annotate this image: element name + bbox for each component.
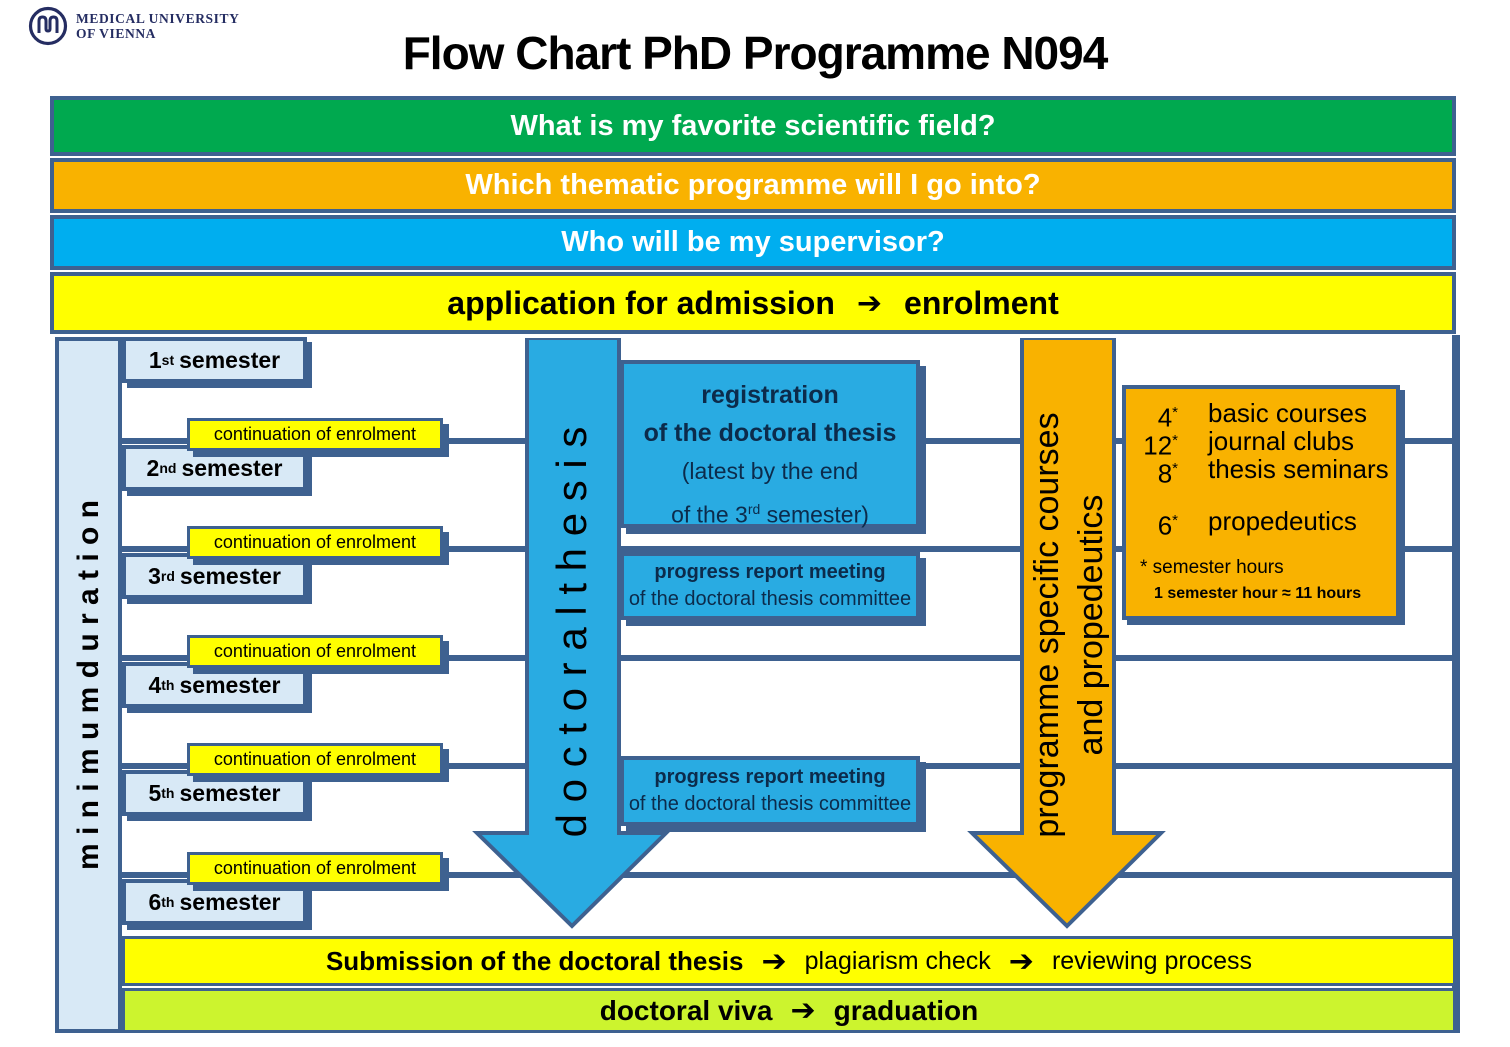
- semester-5-number: 5: [148, 779, 162, 806]
- registration-line1: registration: [701, 381, 839, 409]
- logo-text-line2: OF VIENNA: [76, 26, 157, 41]
- continuation-box-1: continuation of enrolment: [187, 418, 443, 451]
- progress-report-1-subtitle: of the doctoral thesis committee: [628, 588, 912, 610]
- progress-report-box-2: progress report meeting of the doctoral …: [620, 756, 920, 826]
- submission-banner: Submission of the doctoral thesis ➔ plag…: [122, 936, 1456, 986]
- banner-scientific-field: What is my favorite scientific field?: [50, 96, 1456, 156]
- semester-6-number: 6: [148, 888, 162, 915]
- semester-6-ordinal: th: [161, 894, 175, 910]
- continuation-box-4: continuation of enrolment: [187, 743, 443, 776]
- right-arrow-icon: ➔: [761, 944, 787, 978]
- programme-courses-arrow-label: programme specific courses and propedeut…: [1025, 330, 1113, 920]
- row-line-2: [120, 546, 1460, 552]
- viva-banner: doctoral viva ➔ graduation: [122, 988, 1456, 1033]
- semester-4-label: semester: [179, 671, 281, 698]
- semester-4-number: 4: [148, 671, 162, 698]
- progress-report-box-1: progress report meeting of the doctoral …: [620, 552, 920, 620]
- banner-admission-enrolment: application for admission ➔ enrolment: [50, 272, 1456, 334]
- minimum-duration-rail: m i n i m u m d u r a t i o n: [55, 337, 122, 1033]
- right-arrow-icon: ➔: [1008, 944, 1034, 978]
- reviewing-process-label: reviewing process: [1051, 946, 1253, 975]
- semester-2-label: semester: [181, 454, 283, 481]
- continuation-box-3: continuation of enrolment: [187, 635, 443, 668]
- right-frame-line: [1452, 335, 1460, 1033]
- semester-2-ordinal: nd: [159, 460, 177, 476]
- continuation-box-5: continuation of enrolment: [187, 852, 443, 885]
- semester-2-number: 2: [146, 454, 160, 481]
- graduation-label: graduation: [833, 994, 979, 1026]
- semester-hour-equivalence: 1 semester hour ≈ 11 hours: [1154, 585, 1362, 602]
- programme-courses-line1: programme specific courses: [1028, 412, 1066, 838]
- semester-3-ordinal: rd: [160, 568, 175, 584]
- registration-line4: of the 3rd semester): [671, 501, 869, 528]
- registration-box: registration of the doctoral thesis (lat…: [620, 360, 920, 528]
- programme-courses-arrow-icon: [967, 338, 1166, 929]
- registration-line2: of the doctoral thesis: [643, 419, 897, 447]
- row-line-3: [120, 655, 1460, 661]
- plagiarism-check-label: plagiarism check: [804, 946, 991, 975]
- meduni-vienna-logo-icon: [28, 6, 68, 46]
- semester-3-number: 3: [148, 562, 161, 589]
- banner-thematic-programme: Which thematic programme will I go into?: [50, 158, 1456, 213]
- programme-courses-line2: and propedeutics: [1072, 494, 1110, 756]
- page-title: Flow Chart PhD Programme N094: [402, 27, 1109, 79]
- registration-line3: (latest by the end: [681, 458, 859, 484]
- semester-6-label: semester: [179, 888, 281, 915]
- right-arrow-icon: ➔: [790, 994, 816, 1027]
- enrolment-label: enrolment: [904, 284, 1059, 321]
- doctoral-thesis-arrow-label: d o c t o r a l t h e s i s: [548, 426, 595, 838]
- minimum-duration-label: m i n i m u m d u r a t i o n: [71, 499, 105, 871]
- course-hours-box: 4* basic courses 12* journal clubs 8* th…: [1122, 385, 1400, 620]
- progress-report-2-subtitle: of the doctoral thesis committee: [628, 793, 912, 815]
- semester-1-number: 1: [148, 346, 162, 373]
- semester-1-ordinal: st: [161, 352, 175, 368]
- progress-report-1-title: progress report meeting: [654, 561, 886, 583]
- semester-1-label: semester: [179, 346, 281, 373]
- doctoral-thesis-arrow-icon: [472, 338, 671, 929]
- doctoral-viva-label: doctoral viva: [599, 994, 773, 1026]
- right-arrow-icon: ➔: [856, 286, 883, 320]
- submission-label: Submission of the doctoral thesis: [325, 945, 744, 976]
- banner-supervisor: Who will be my supervisor?: [50, 215, 1456, 270]
- semester-5-label: semester: [179, 779, 281, 806]
- logo-text-line1: MEDICAL UNIVERSITY: [76, 11, 240, 26]
- continuation-box-2: continuation of enrolment: [187, 526, 443, 559]
- semester-4-ordinal: th: [161, 677, 175, 693]
- row-line-5: [120, 872, 1460, 878]
- admission-label: application for admission: [447, 284, 835, 321]
- university-logo: MEDICAL UNIVERSITY OF VIENNA: [28, 6, 239, 46]
- progress-report-2-title: progress report meeting: [654, 766, 886, 788]
- semester-hours-footnote: * semester hours: [1140, 557, 1284, 578]
- semester-3-label: semester: [179, 562, 281, 589]
- semester-5-ordinal: th: [161, 785, 175, 801]
